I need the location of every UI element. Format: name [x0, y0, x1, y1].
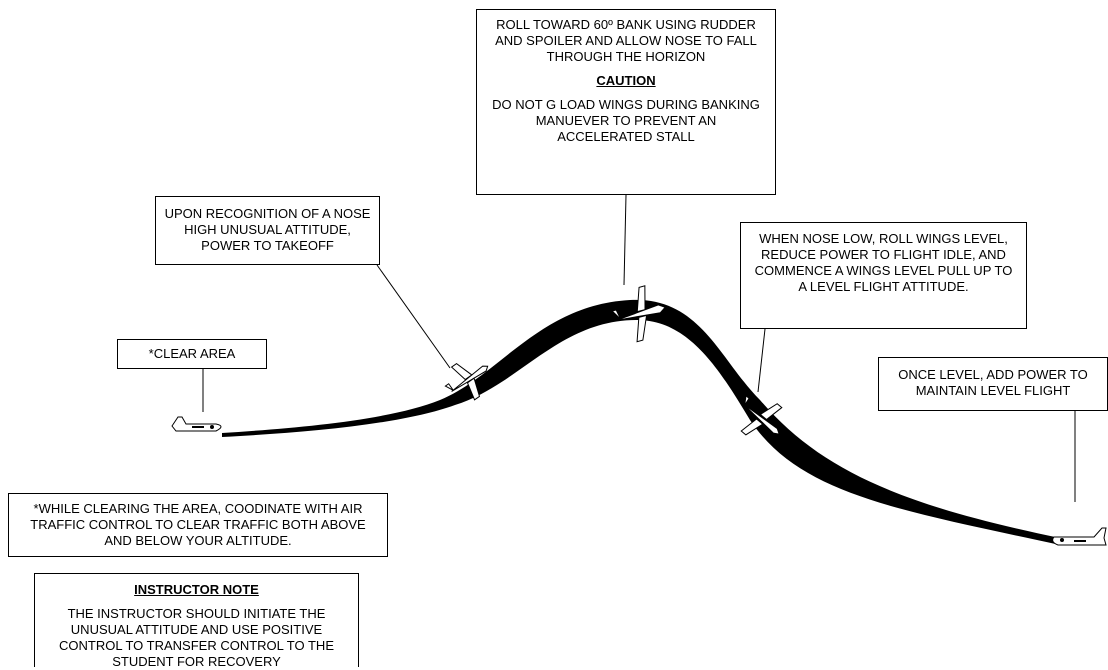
clear-area-callout: *CLEAR AREA — [117, 339, 267, 369]
aircraft-icon — [740, 394, 783, 436]
clear-area-text: *CLEAR AREA — [148, 346, 236, 361]
leader-line-nose-low — [757, 328, 766, 393]
once-level-callout: ONCE LEVEL, ADD POWER TO MAINTAIN LEVEL … — [878, 357, 1108, 411]
caution-heading: CAUTION — [596, 73, 656, 88]
upon-recognition-callout: UPON RECOGNITION OF A NOSE HIGH UNUSUAL … — [155, 196, 380, 265]
nose-low-text: WHEN NOSE LOW, ROLL WINGS LEVEL, REDUCE … — [754, 231, 1013, 294]
instructor-note-heading: INSTRUCTOR NOTE — [134, 582, 259, 597]
nose-low-callout: WHEN NOSE LOW, ROLL WINGS LEVEL, REDUCE … — [740, 222, 1027, 329]
aircraft-icon — [171, 416, 222, 432]
leader-line-recognition — [376, 264, 451, 369]
upon-recognition-text: UPON RECOGNITION OF A NOSE HIGH UNUSUAL … — [164, 206, 371, 253]
roll-toward-bank-callout: ROLL TOWARD 60º BANK USING RUDDER AND SP… — [476, 9, 776, 195]
instructor-note-callout: INSTRUCTOR NOTE THE INSTRUCTOR SHOULD IN… — [34, 573, 359, 669]
roll-toward-bank-text: ROLL TOWARD 60º BANK USING RUDDER AND SP… — [495, 17, 757, 64]
instructor-note-text: THE INSTRUCTOR SHOULD INITIATE THE UNUSU… — [59, 606, 334, 669]
flight-path-ribbon — [222, 299, 1060, 545]
coordinate-note-text: *WHILE CLEARING THE AREA, COODINATE WITH… — [30, 501, 366, 548]
aircraft-icon — [444, 363, 489, 401]
aircraft-icon — [611, 285, 666, 343]
aircraft-icon — [1052, 527, 1107, 546]
coordinate-note-callout: *WHILE CLEARING THE AREA, COODINATE WITH… — [8, 493, 388, 557]
once-level-text: ONCE LEVEL, ADD POWER TO MAINTAIN LEVEL … — [898, 367, 1088, 398]
leader-line-roll — [623, 194, 627, 286]
caution-text: DO NOT G LOAD WINGS DURING BANKING MANUE… — [492, 97, 760, 144]
